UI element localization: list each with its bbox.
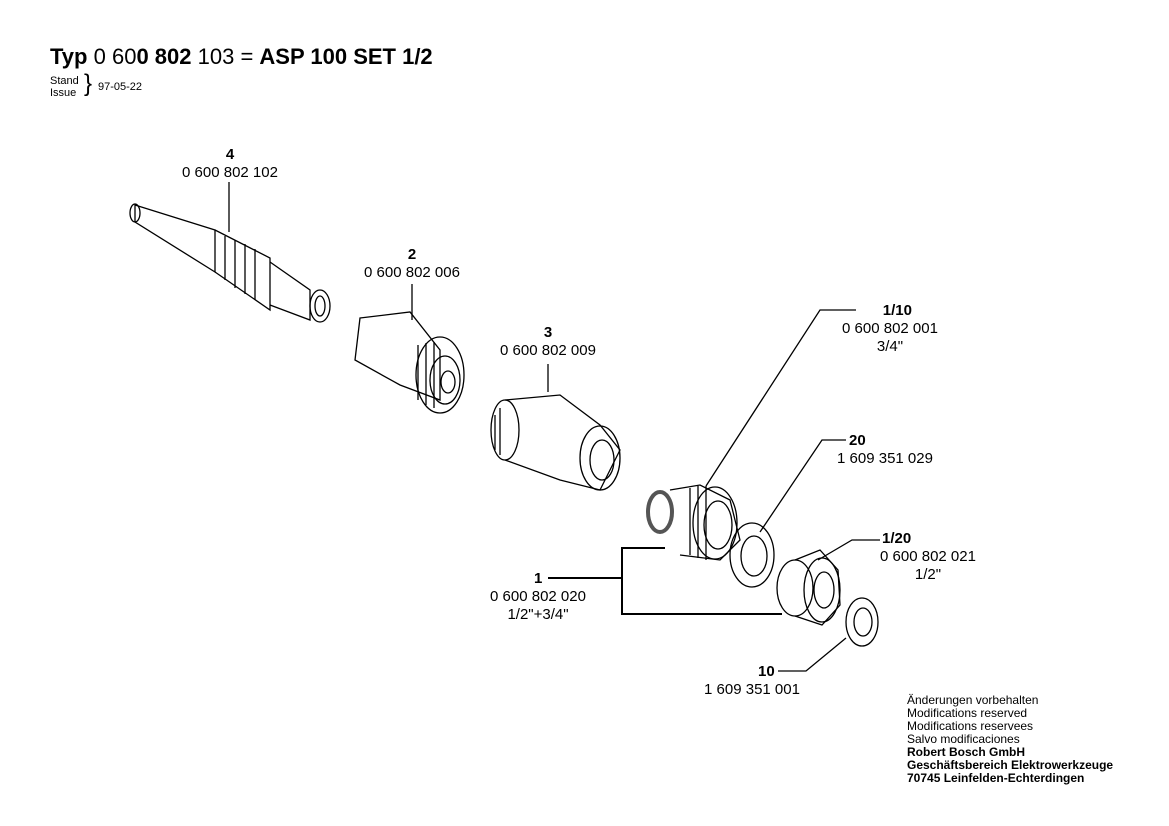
- part-pos: 3: [543, 324, 553, 341]
- part-label-3: 3 0 600 802 009: [488, 324, 608, 360]
- part-number: 0 600 802 009: [500, 342, 596, 359]
- part-4-shaft: [129, 203, 331, 323]
- part-3-coupling: [490, 394, 621, 491]
- typ-label: Typ: [50, 44, 88, 69]
- model-name: ASP 100 SET 1/2: [259, 44, 433, 69]
- part-pos: 1/20: [882, 530, 912, 547]
- stand-label: Stand: [50, 75, 79, 87]
- part-number: 0 600 802 021: [880, 548, 976, 565]
- part-label-1-10: 1/10 0 600 802 001 3/4": [830, 302, 950, 356]
- part-pos: 4: [225, 146, 235, 163]
- footer-division: Geschäftsbereich Elektrowerkzeuge: [907, 758, 1114, 772]
- part-pos: 1/10: [882, 302, 912, 319]
- part-2-coupling: [354, 311, 465, 414]
- type-number-3: 103 =: [197, 44, 254, 69]
- footer-line: Modifications reservees: [907, 719, 1034, 733]
- footer-line: Änderungen vorbehalten: [907, 693, 1039, 707]
- issue-label: Issue: [50, 87, 77, 99]
- issue-date: 97-05-22: [98, 81, 143, 93]
- type-number-1: 0 60: [93, 44, 137, 69]
- footer-address: 70745 Leinfelden-Echterdingen: [907, 771, 1085, 785]
- part-label-1: 1 0 600 802 020 1/2"+3/4": [478, 570, 598, 624]
- part-1-20-connector: [776, 549, 841, 626]
- part-1-10-connector: [646, 484, 741, 561]
- type-number-2: 0 802: [136, 44, 192, 69]
- part-label-2: 2 0 600 802 006: [352, 246, 472, 282]
- part-number: 0 600 802 102: [182, 164, 278, 181]
- part-10-washer: [845, 597, 879, 647]
- part-note: 1/2": [914, 566, 942, 583]
- brace: }: [84, 70, 93, 97]
- part-number: 1 609 351 001: [704, 681, 800, 698]
- part-note: 1/2"+3/4": [507, 606, 569, 623]
- part-number: 0 600 802 020: [490, 588, 586, 605]
- part-pos: 10: [758, 663, 775, 680]
- footer-line: Modifications reserved: [907, 706, 1028, 720]
- footer-company: Robert Bosch GmbH: [907, 745, 1026, 759]
- footer-notice: Änderungen vorbehalten Modifications res…: [907, 694, 1113, 785]
- part-pos: 1: [534, 570, 543, 587]
- part-pos: 20: [849, 432, 866, 449]
- footer-line: Salvo modificaciones: [907, 732, 1020, 746]
- part-pos: 2: [407, 246, 417, 263]
- part-number: 0 600 802 001: [842, 320, 938, 337]
- page-title: Typ 0 600 802 103 = ASP 100 SET 1/2: [50, 44, 433, 70]
- part-number: 1 609 351 029: [837, 450, 933, 467]
- leader-lines: [228, 182, 880, 672]
- part-label-10: 10 1 609 351 001: [692, 663, 812, 699]
- part-note: 3/4": [876, 338, 904, 355]
- part-20-washer: [729, 522, 775, 588]
- part-label-4: 4 0 600 802 102: [170, 146, 290, 182]
- part-label-1-20: 1/20 0 600 802 021 1/2": [868, 530, 988, 584]
- part-number: 0 600 802 006: [364, 264, 460, 281]
- part-label-20: 20 1 609 351 029: [825, 432, 945, 468]
